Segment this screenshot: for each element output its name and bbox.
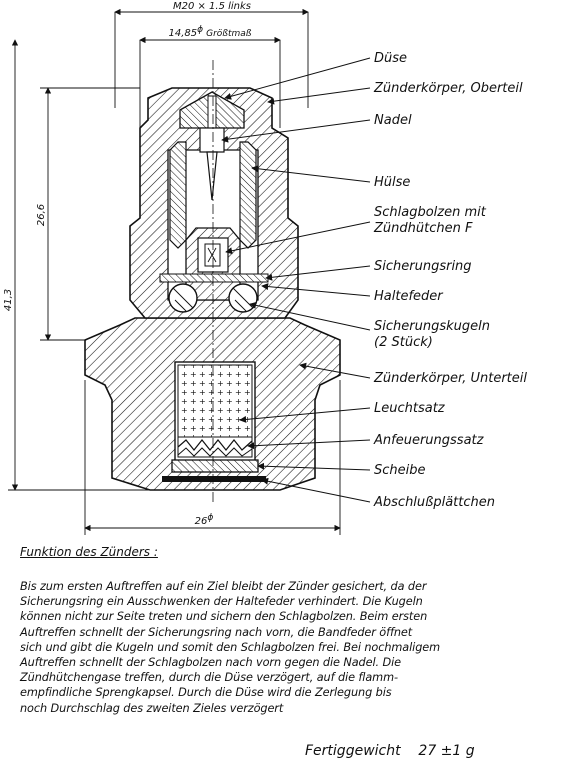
dimension-lines xyxy=(8,8,341,535)
finished-weight: Fertiggewicht 27 ±1 g xyxy=(305,743,475,759)
label-zuendhuetchen: Zündhütchen F xyxy=(373,221,473,236)
label-sicherungskugeln: Sicherungskugeln xyxy=(374,319,490,334)
label-oberteil: Zünderkörper, Oberteil xyxy=(373,81,523,96)
needle xyxy=(199,127,225,201)
igniter-composition xyxy=(177,436,253,458)
function-line: Bis zum ersten Auftreffen auf ein Ziel b… xyxy=(20,580,427,593)
part-labels: Düse Zünderkörper, Oberteil Nadel Hülse … xyxy=(373,51,527,510)
dim-height-total: 41,3 xyxy=(3,289,14,311)
dim-height-upper: 26,6 xyxy=(36,204,47,226)
label-scheibe: Scheibe xyxy=(374,463,426,478)
fuze-cross-section-drawing: + xyxy=(3,1,527,535)
label-huelse: Hülse xyxy=(374,175,410,190)
label-stueck: (2 Stück) xyxy=(374,335,433,350)
label-nadel: Nadel xyxy=(374,113,412,128)
function-line: sich und gibt die Kugeln und somit den S… xyxy=(20,640,441,654)
washer xyxy=(171,459,259,473)
function-line: können nicht zur Seite treten und sicher… xyxy=(20,610,428,624)
function-line: Sicherungsring ein Ausschwenken der Halt… xyxy=(20,595,423,609)
label-schlagbolzen: Schlagbolzen mit xyxy=(374,205,487,220)
function-title: Funktion des Zünders : xyxy=(20,545,158,559)
label-anfeuerungssatz: Anfeuerungssatz xyxy=(373,433,485,448)
label-leuchtsatz: Leuchtsatz xyxy=(374,401,446,416)
function-line: Zündhütchengase treffen, durch die Düse … xyxy=(20,671,398,685)
tracer-composition xyxy=(177,364,253,438)
leader-lines xyxy=(221,57,371,503)
label-sicherungsring: Sicherungsring xyxy=(374,259,472,274)
label-haltefeder: Haltefeder xyxy=(374,289,444,304)
function-body: Bis zum ersten Auftreffen auf ein Ziel b… xyxy=(20,579,570,716)
weight-value: 27 ±1 g xyxy=(418,743,475,759)
function-description: Funktion des Zünders : Bis zum ersten Au… xyxy=(20,545,570,716)
dim-thread: M20 × 1.5 links xyxy=(173,1,251,12)
label-duese: Düse xyxy=(374,51,407,66)
function-line: noch Durchschlag des zweiten Zieles verz… xyxy=(20,701,284,715)
dim-base-diameter: 26ϕ xyxy=(195,513,214,527)
function-line: Auftreffen schnellt der Sicherungsring n… xyxy=(20,625,413,639)
function-line: empfindliche Sprengkapsel. Durch die Düs… xyxy=(20,686,392,700)
weight-label: Fertiggewicht xyxy=(305,743,401,759)
closing-plate xyxy=(162,476,266,482)
label-unterteil: Zünderkörper, Unterteil xyxy=(373,371,527,386)
function-line: Auftreffen schnellt der Schlagbolzen nac… xyxy=(20,656,401,670)
safety-ring xyxy=(159,273,269,283)
label-abschlussplaettchen: Abschlußplättchen xyxy=(373,495,495,510)
